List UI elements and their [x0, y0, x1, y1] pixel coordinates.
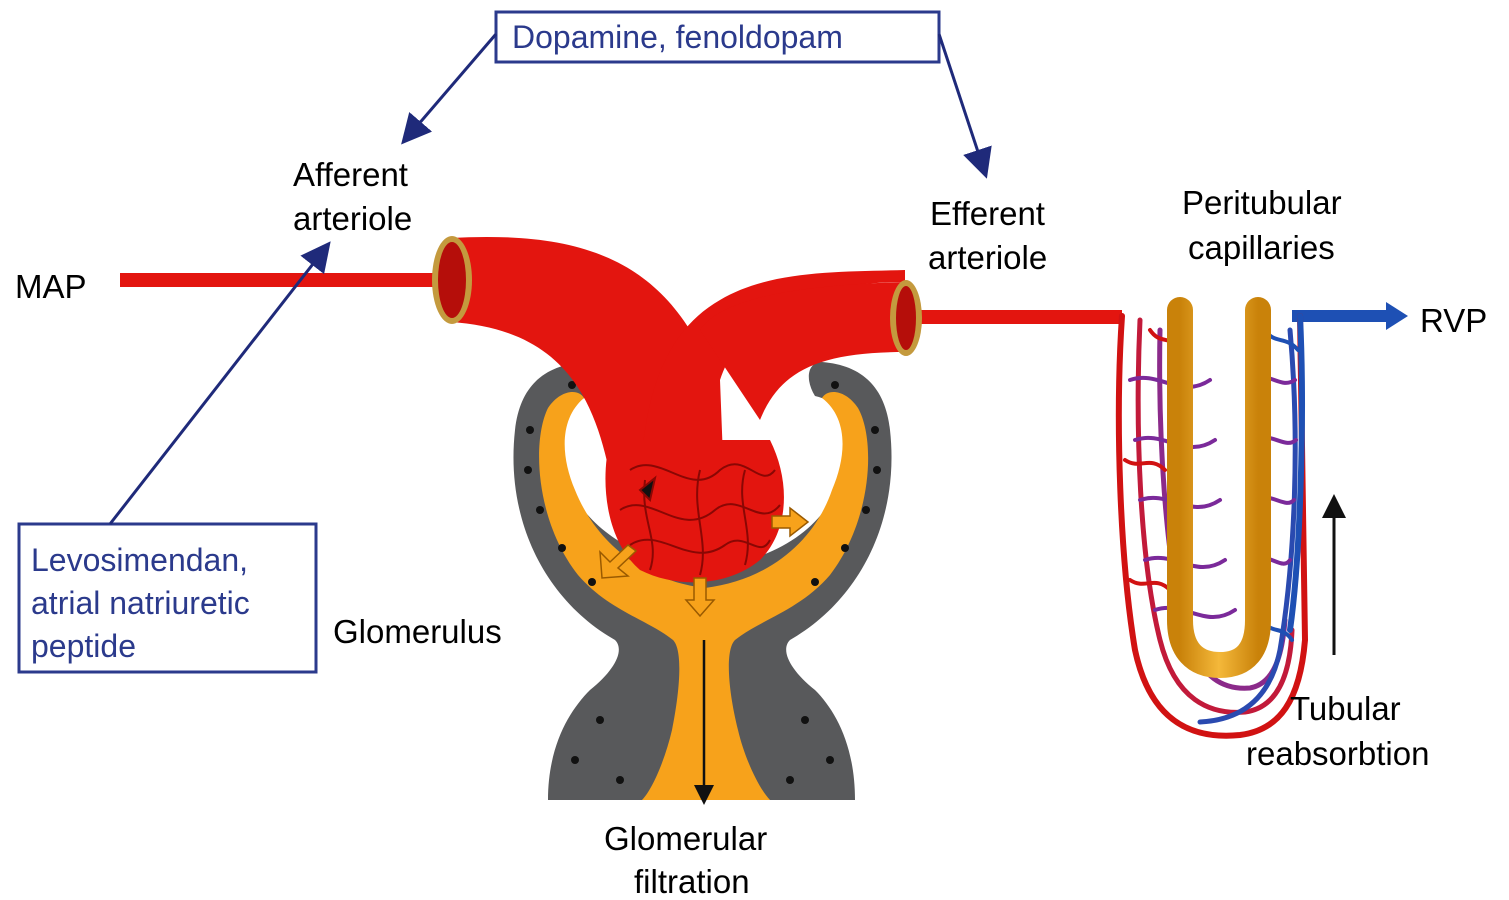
peritubular-label-line2: capillaries	[1188, 229, 1335, 266]
drug-box-top-text: Dopamine, fenoldopam	[512, 19, 843, 55]
drug-box-left-line1: Levosimendan,	[31, 542, 248, 578]
glomerulus-label: Glomerulus	[333, 613, 502, 650]
map-arterial-line	[120, 273, 450, 287]
drug-box-left: Levosimendan, atrial natriuretic peptide	[19, 524, 316, 672]
drug-box-left-line2: atrial natriuretic	[31, 585, 250, 621]
afferent-label-line2: arteriole	[293, 200, 412, 237]
tubular-label-line1: Tubular	[1290, 690, 1401, 727]
afferent-label-line1: Afferent	[293, 156, 408, 193]
drug-box-top: Dopamine, fenoldopam	[496, 12, 939, 62]
efferent-label-line2: arteriole	[928, 239, 1047, 276]
rvp-venous-arrow	[1292, 302, 1408, 330]
glomerular-filtration-label-line1: Glomerular	[604, 820, 767, 857]
drug-box-left-line3: peptide	[31, 628, 136, 664]
efferent-label-line1: Efferent	[930, 195, 1045, 232]
dopamine-to-efferent-arrow	[939, 34, 985, 173]
levosimendan-to-afferent-arrow	[110, 246, 327, 524]
rvp-label: RVP	[1420, 302, 1487, 339]
tubular-label-line2: reabsorbtion	[1246, 735, 1429, 772]
glomerular-filtration-label-line2: filtration	[634, 863, 750, 900]
map-label: MAP	[15, 268, 87, 305]
peritubular-capillaries	[1119, 310, 1305, 736]
efferent-arterial-line	[900, 310, 1122, 324]
dopamine-to-afferent-arrow	[405, 34, 496, 140]
peritubular-label-line1: Peritubular	[1182, 184, 1342, 221]
